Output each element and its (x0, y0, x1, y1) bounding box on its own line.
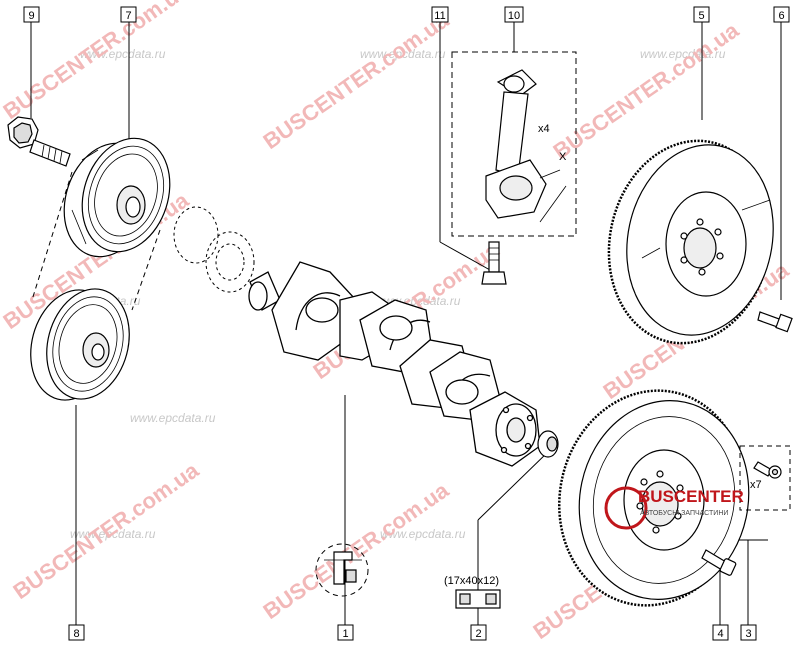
leader-line (477, 449, 551, 521)
callout-box-5 (693, 6, 710, 23)
callout-box-11 (431, 6, 449, 23)
callout-box-8 (68, 624, 85, 641)
watermark-site-ru: www.epcdata.ru (640, 47, 726, 61)
rod-quantity: x4 (538, 123, 550, 135)
buscenter-logo: BUSCENTER АВТОБУСНІ ЗАПЧАСТИНИ (604, 486, 744, 530)
callout-box-1 (337, 624, 354, 641)
watermark-buscenter: BUSCENTER.com.ua (9, 457, 204, 604)
dual-mass-flywheel-bolt (701, 549, 737, 576)
brand-name: BUSCENTER (638, 487, 744, 506)
lower-crank-pulley (30, 288, 130, 401)
callout-label-4: 4 (717, 628, 723, 640)
dimension-mark: X (559, 151, 567, 163)
callout-label-6: 6 (778, 10, 784, 22)
watermark-site-ru: www.epcdata.ru (80, 47, 166, 61)
connecting-rod-bolt (481, 241, 507, 285)
leader-line (439, 241, 491, 271)
bolt-quantity: x7 (750, 479, 762, 491)
watermark-buscenter: BUSCENTER.com.ua (259, 477, 454, 624)
flywheel (607, 139, 774, 345)
oil-seal-detail (315, 543, 369, 597)
flywheel-bolt (757, 311, 793, 333)
watermark-site-ru: www.epcdata.ru (130, 411, 216, 425)
callout-box-3 (740, 624, 757, 641)
watermark-site-ru: www.epcdata.ru (360, 47, 446, 61)
seal-size-label: (17x40x12) (444, 575, 499, 587)
connecting-rod-group: x4 X (451, 51, 577, 237)
callout-label-1: 1 (342, 628, 348, 640)
callout-label-7: 7 (125, 10, 131, 22)
callout-label-2: 2 (475, 628, 481, 640)
callout-label-8: 8 (73, 628, 79, 640)
callout-box-4 (712, 624, 729, 641)
callout-label-11: 11 (434, 10, 445, 22)
pilot-bearing (537, 430, 559, 458)
callout-label-5: 5 (698, 10, 704, 22)
seal-size-group: (17x40x12) (444, 575, 501, 609)
watermark-buscenter: BUSCENTER.com.ua (259, 7, 454, 154)
callout-box-2 (470, 624, 487, 641)
timing-gear-dashed (173, 206, 255, 293)
upper-crank-pulley (63, 137, 171, 258)
callout-label-9: 9 (28, 10, 34, 22)
callout-box-6 (773, 6, 790, 23)
watermark-site-ru: www.epcdata.ru (70, 527, 156, 541)
callout-label-10: 10 (508, 10, 520, 22)
crankshaft (248, 261, 541, 467)
alternative-dashed-bracket (31, 171, 161, 311)
callout-box-9 (23, 6, 40, 23)
brand-tagline: АВТОБУСНІ ЗАПЧАСТИНИ (640, 510, 728, 517)
callout-box-10 (504, 6, 524, 23)
bolt-inset-group: x7 (739, 445, 791, 511)
callout-label-3: 3 (745, 628, 751, 640)
callout-box-7 (120, 6, 137, 23)
watermark-site-ru: www.epcdata.ru (380, 527, 466, 541)
watermark-buscenter: BUSCENTER.com.ua (549, 17, 744, 164)
pulley-bolt (7, 116, 71, 167)
